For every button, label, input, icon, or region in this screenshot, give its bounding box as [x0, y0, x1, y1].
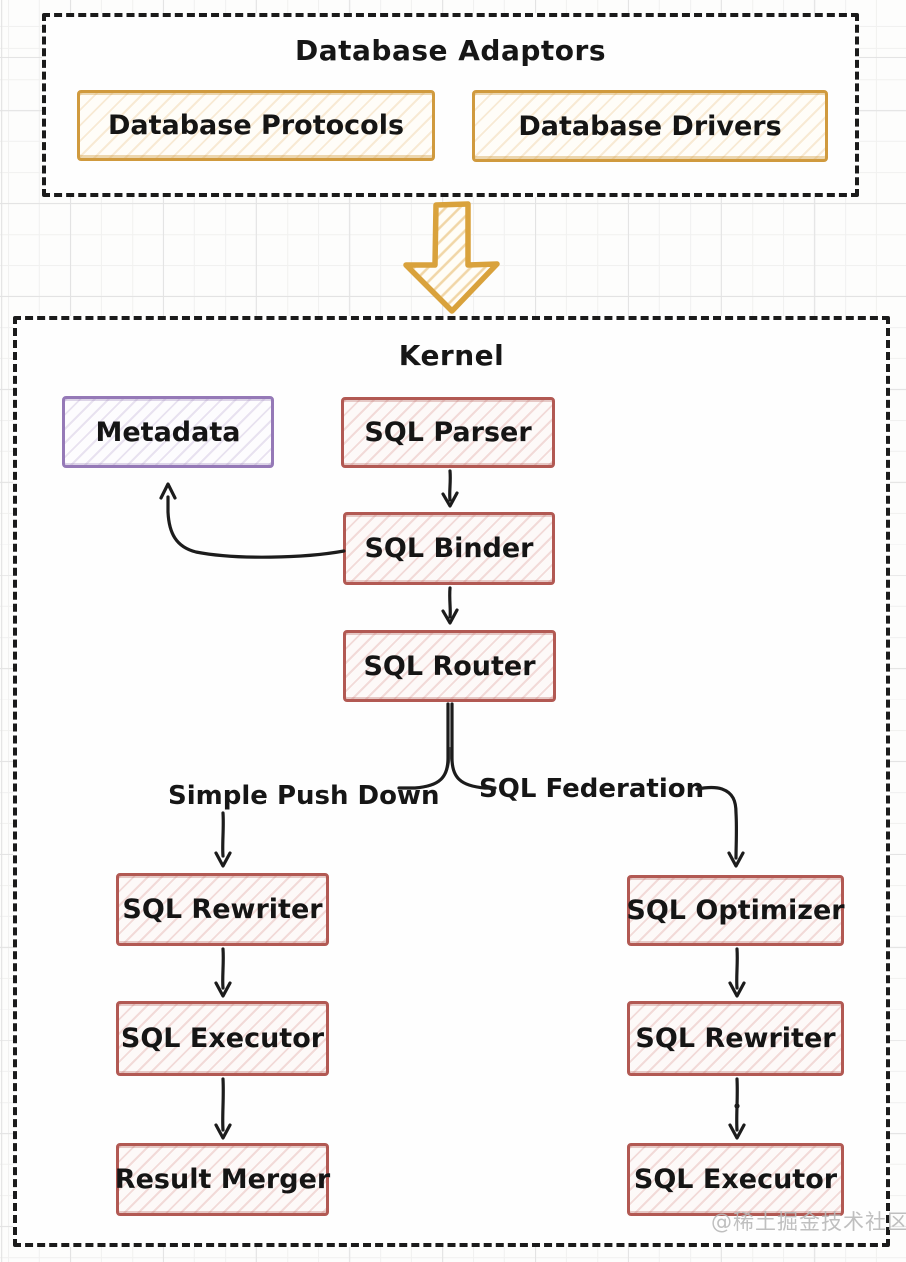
branch-label-simple-push-down: Simple Push Down	[168, 781, 440, 811]
node-sql-parser: SQL Parser	[341, 397, 555, 468]
node-database-drivers: Database Drivers	[472, 90, 828, 162]
watermark-text: @稀土掘金技术社区	[711, 1210, 906, 1234]
node-sql-rewriter-right: SQL Rewriter	[627, 1001, 844, 1076]
node-database-protocols: Database Protocols	[77, 90, 435, 161]
database-adaptors-title: Database Adaptors	[294, 34, 606, 67]
node-sql-optimizer: SQL Optimizer	[626, 875, 845, 946]
branch-label-sql-federation: SQL Federation	[479, 774, 705, 804]
node-sql-router: SQL Router	[343, 630, 556, 702]
node-sql-executor-left: SQL Executor	[116, 1001, 329, 1076]
node-sql-binder: SQL Binder	[343, 512, 555, 585]
node-metadata: Metadata	[62, 396, 274, 468]
node-result-merger: Result Merger	[115, 1143, 330, 1216]
node-sql-executor-right: SQL Executor	[627, 1143, 844, 1216]
node-sql-rewriter-left: SQL Rewriter	[116, 873, 329, 946]
kernel-title: Kernel	[398, 339, 505, 372]
